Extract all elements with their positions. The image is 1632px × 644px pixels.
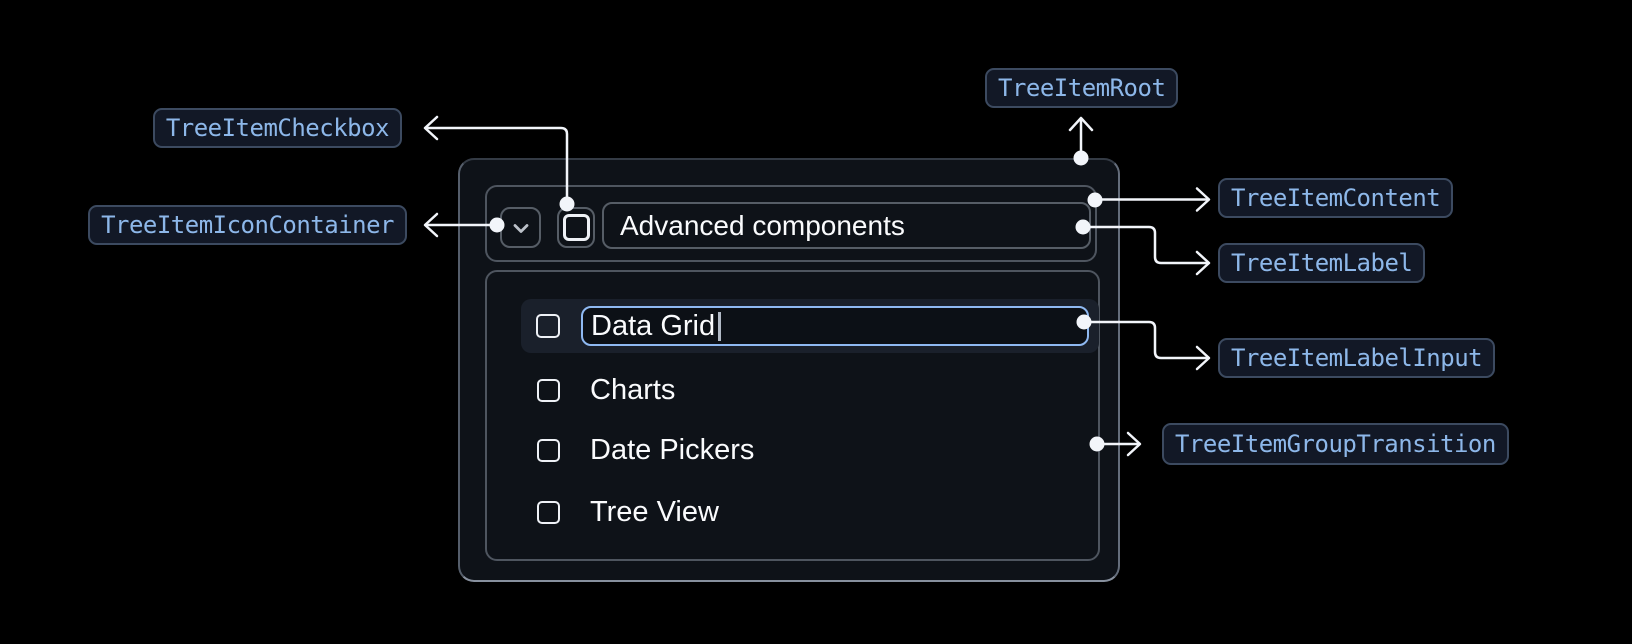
checkbox-data-grid[interactable]: [536, 314, 560, 338]
checkbox-tree-view[interactable]: [537, 500, 560, 524]
arrowhead-right-icon: [1195, 345, 1211, 371]
tree-item-group-transition: Data Grid Charts Date Pickers Tree View: [485, 270, 1100, 561]
annotation-tree-item-icon-container: TreeItemIconContainer: [88, 205, 407, 245]
arrowhead-left-icon: [423, 212, 439, 238]
tree-item-icon-container[interactable]: [500, 207, 541, 248]
arrowhead-right-icon: [1195, 187, 1211, 212]
tree-item-row-editing[interactable]: Data Grid: [521, 299, 1099, 353]
tree-item-label[interactable]: Advanced components: [602, 202, 1091, 249]
parent-label-text: Advanced components: [620, 209, 905, 241]
label-input-value: Data Grid: [591, 309, 716, 342]
tree-item-root: Advanced components Data Grid Charts Dat…: [458, 158, 1120, 582]
tree-item-row-date-pickers[interactable]: Date Pickers: [537, 432, 754, 468]
item-label-text: Charts: [590, 373, 676, 406]
checkbox-date-pickers[interactable]: [537, 438, 560, 462]
checkbox-charts[interactable]: [537, 378, 560, 402]
tree-item-checkbox[interactable]: [557, 207, 595, 248]
arrowhead-right-icon: [1195, 250, 1211, 276]
tree-item-row-charts[interactable]: Charts: [537, 372, 675, 408]
item-label-text: Tree View: [590, 495, 719, 528]
checkbox-unchecked-icon: [562, 214, 590, 241]
arrowhead-up-icon: [1068, 116, 1094, 132]
annotation-tree-item-group-transition: TreeItemGroupTransition: [1162, 423, 1509, 465]
annotation-tree-item-label: TreeItemLabel: [1218, 243, 1426, 283]
text-cursor: [718, 311, 721, 341]
arrowhead-right-icon: [1126, 431, 1142, 457]
chevron-down-icon: [509, 216, 533, 240]
arrowhead-left-icon: [423, 115, 439, 141]
tree-item-content[interactable]: Advanced components: [485, 185, 1097, 262]
annotation-tree-item-label-input: TreeItemLabelInput: [1218, 338, 1496, 378]
annotation-tree-item-root: TreeItemRoot: [985, 68, 1179, 108]
item-label-text: Date Pickers: [590, 433, 755, 466]
annotation-tree-item-content: TreeItemContent: [1218, 178, 1454, 218]
tree-item-label-input[interactable]: Data Grid: [581, 306, 1089, 346]
tree-item-row-tree-view[interactable]: Tree View: [537, 494, 719, 530]
annotation-tree-item-checkbox: TreeItemCheckbox: [152, 108, 402, 148]
